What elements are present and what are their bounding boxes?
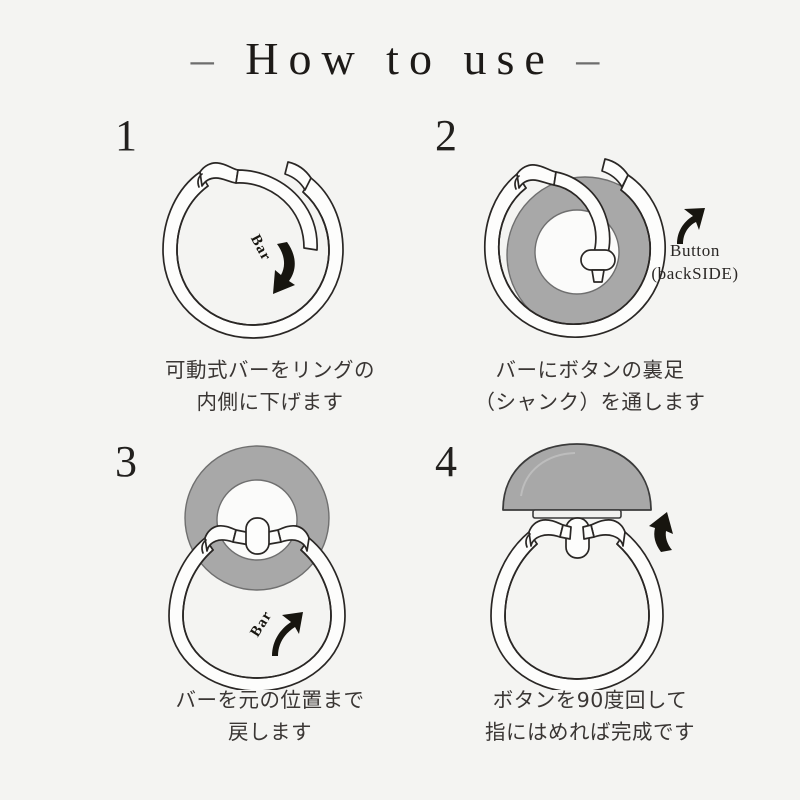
ring-left-prong	[199, 162, 239, 187]
rotate-90-arrow	[649, 512, 673, 552]
bar-label-1: Bar	[247, 232, 274, 264]
button-shank-loop	[580, 249, 616, 271]
button-shank-foot	[591, 269, 605, 283]
ring-left-prong-notch	[197, 173, 203, 188]
ring-outer-band	[162, 171, 344, 339]
title-dash-left: –	[190, 33, 224, 84]
title-dash-right: –	[576, 33, 610, 84]
rotation-arrow-up	[272, 612, 303, 656]
title-label: How to use	[245, 33, 555, 84]
ring-inner-edge	[504, 543, 650, 680]
step-1-caption-line-1: 可動式バーをリングの	[165, 358, 375, 382]
step-2-caption: バーにボタンの裏足 （シャンク）を通します	[425, 355, 755, 419]
step-3: 3 Bar	[105, 440, 435, 760]
step-1-illustration: Bar	[162, 161, 344, 339]
page-title: – How to use –	[0, 36, 800, 82]
step-4-illustration	[490, 443, 673, 690]
step-2-illustration	[483, 158, 705, 338]
button-base-plate	[532, 509, 622, 519]
button-backside-label: Button (backSIDE)	[630, 240, 760, 286]
rotation-arrow-down	[273, 242, 295, 294]
button-pointer-arrow	[677, 208, 705, 244]
dome-button-highlight	[520, 452, 576, 497]
button-shank-loop	[245, 517, 270, 555]
button-backside-label-line-1: Button	[670, 241, 720, 260]
step-3-illustration: Bar	[168, 445, 346, 690]
step-2: 2	[425, 110, 755, 430]
movable-bar-left	[559, 524, 572, 540]
steps-grid: 1 Bar	[0, 110, 800, 770]
ring-inner-edge	[176, 185, 330, 326]
step-1: 1 Bar	[105, 110, 435, 430]
step-4-number: 4	[435, 437, 457, 486]
bar-label-3: Bar	[247, 608, 275, 640]
ring-left-prong-notch	[201, 539, 207, 554]
dome-button-gray	[502, 443, 652, 511]
step-1-caption: 可動式バーをリングの 内側に下げます	[105, 355, 435, 419]
step-1-caption-line-2: 内側に下げます	[196, 389, 344, 414]
ring-inner-edge	[497, 187, 651, 325]
ring-left-prong-notch	[525, 533, 531, 548]
ring-inner-edge	[182, 549, 332, 679]
step-3-number: 3	[115, 437, 137, 486]
step-4-caption-line-2: 指にはめれば完成です	[485, 719, 695, 744]
ring-right-prong	[284, 161, 312, 191]
step-2-caption-line-1: バーにボタンの裏足	[495, 358, 685, 382]
step-1-number: 1	[115, 111, 137, 160]
step-3-caption-line-2: 戻します	[228, 719, 312, 744]
step-4: 4	[425, 440, 755, 760]
ring-right-prong	[601, 158, 629, 188]
page-title-text: – How to use –	[191, 36, 610, 82]
step-3-caption-line-1: バーを元の位置まで	[175, 688, 365, 712]
step-2-caption-line-2: （シャンク）を通します	[474, 389, 706, 414]
ring-left-prong-notch	[514, 175, 520, 190]
step-3-caption: バーを元の位置まで 戻します	[105, 685, 435, 749]
movable-bar-right	[582, 524, 595, 540]
button-backside-label-line-2: (backSIDE)	[651, 263, 739, 283]
movable-bar	[235, 169, 318, 251]
step-4-caption-line-1: ボタンを90度回して	[492, 688, 688, 712]
step-2-number: 2	[435, 111, 457, 160]
ring-left-prong	[516, 164, 557, 189]
step-4-caption: ボタンを90度回して 指にはめれば完成です	[425, 685, 755, 749]
